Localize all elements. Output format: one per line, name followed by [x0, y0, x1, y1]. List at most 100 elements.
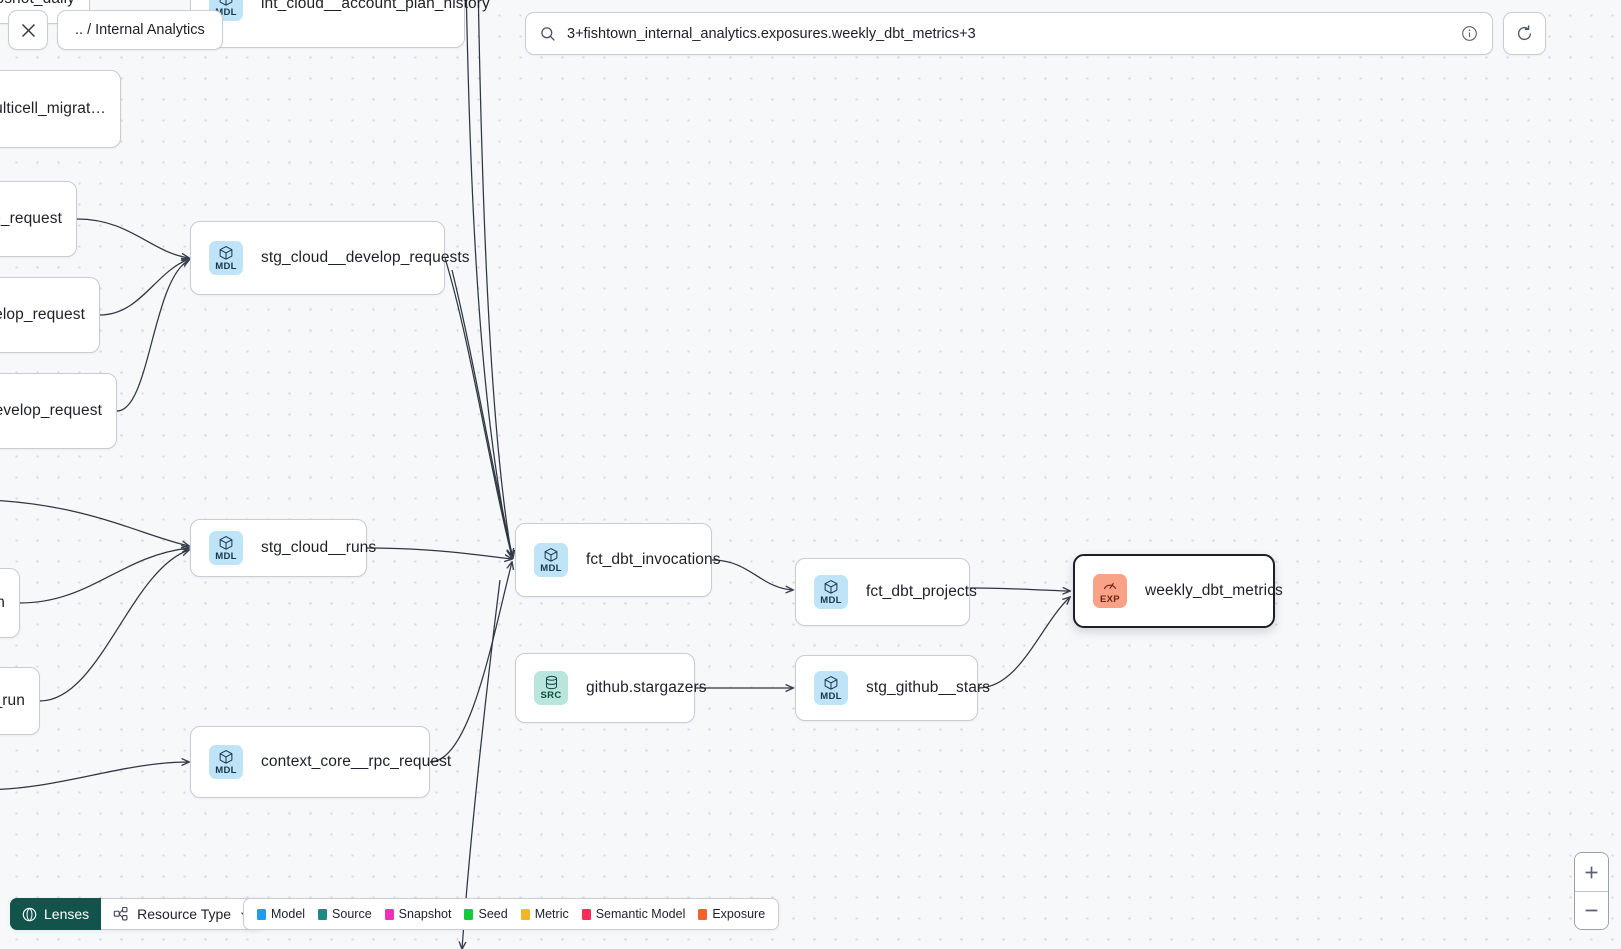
close-button[interactable] [8, 10, 48, 50]
graph-node-label: stg_cloud__runs [261, 539, 377, 556]
cube-icon [218, 535, 234, 551]
search-bar[interactable] [525, 12, 1493, 55]
lenses-button[interactable]: Lenses [10, 898, 102, 930]
legend-label: Seed [478, 907, 508, 921]
graph-node-label: github.stargazers [586, 679, 707, 696]
graph-node-label: multicell_migrat… [0, 100, 106, 117]
lenses-label: Lenses [44, 906, 90, 922]
zoom-out-button[interactable] [1575, 891, 1608, 929]
node-type-badge-mdl: MDL [814, 671, 848, 705]
legend-item-snapshot[interactable]: Snapshot [384, 907, 452, 921]
legend-label: Exposure [712, 907, 766, 921]
legend-item-model[interactable]: Model [257, 907, 305, 921]
legend-swatch-icon [384, 908, 394, 920]
graph-node-stg_cloud__runs[interactable]: MDL stg_cloud__runs [190, 519, 376, 577]
cube-icon [543, 547, 559, 563]
resource-type-legend: Model Source Snapshot Seed Metric Semantic Mo… [243, 898, 780, 930]
legend-item-source[interactable]: Source [318, 907, 372, 921]
graph-node-label: p_request [0, 210, 62, 227]
lens-icon [22, 907, 37, 921]
node-type-badge-label: MDL [215, 550, 237, 562]
graph-node-label: fct_dbt_projects [866, 583, 978, 600]
database-icon [544, 675, 559, 690]
graph-node-label: _run [0, 692, 25, 709]
graph-node-develop_request_c[interactable]: _develop_request [0, 373, 117, 449]
node-type-badge-mdl: MDL [814, 575, 848, 609]
graph-node-context_core__rpc_request[interactable]: MDL context_core__rpc_request [190, 726, 451, 798]
plus-icon [1585, 866, 1598, 878]
legend-label: Semantic Model [595, 907, 686, 921]
legend-swatch-icon [318, 908, 328, 920]
node-type-badge-mdl: MDL [209, 531, 243, 565]
legend-item-exposure[interactable]: Exposure [698, 907, 765, 921]
info-circle-icon[interactable] [1461, 25, 1478, 42]
minus-icon [1585, 909, 1598, 912]
lenses-toolbar: Lenses Resource Type [10, 898, 265, 930]
legend-swatch-icon [257, 908, 266, 920]
graph-node-github.stargazers[interactable]: SRC github.stargazers [515, 653, 707, 723]
graph-node-int_cloud__account_plan_history[interactable]: MDL int_cloud__account_plan_history [190, 0, 490, 48]
node-type-badge-label: MDL [820, 690, 842, 702]
refresh-icon [1517, 25, 1532, 41]
graph-node-label: context_core__rpc_request [261, 753, 452, 770]
cube-icon [218, 749, 234, 765]
breadcrumb-label: .. / Internal Analytics [75, 22, 205, 38]
graph-node-label: n [0, 594, 5, 611]
node-type-badge-label: MDL [215, 260, 237, 272]
refresh-button[interactable] [1503, 12, 1546, 55]
legend-label: Model [271, 907, 306, 921]
graph-node-label: stg_cloud__develop_requests [261, 249, 470, 266]
graph-node-left_node_n[interactable]: n [0, 568, 20, 638]
graph-node-label: fct_dbt_invocations [586, 551, 721, 568]
graph-node-stg_cloud__develop_requests[interactable]: MDL stg_cloud__develop_requests [190, 221, 470, 295]
close-icon [21, 23, 35, 37]
search-icon [541, 26, 555, 41]
node-type-badge-label: MDL [215, 764, 237, 776]
graph-node-label: velop_request [0, 306, 85, 323]
graph-node-label: stg_github__stars [866, 679, 991, 696]
graph-node-label: _develop_request [0, 402, 102, 419]
node-type-badge-label: EXP [1100, 593, 1120, 605]
gauge-icon [1102, 578, 1118, 594]
legend-swatch-icon [698, 908, 708, 920]
cube-icon [218, 0, 234, 7]
graph-node-weekly_dbt_metrics[interactable]: EXP weekly_dbt_metrics [1073, 554, 1283, 628]
resource-type-dropdown[interactable]: Resource Type [101, 898, 265, 930]
zoom-controls [1574, 852, 1609, 930]
zoom-in-button[interactable] [1575, 853, 1608, 891]
node-type-badge-mdl: MDL [534, 543, 568, 577]
search-input[interactable] [556, 25, 1461, 42]
graph-node-fct_dbt_invocations[interactable]: MDL fct_dbt_invocations [515, 523, 721, 597]
graph-node-label: snapshot_daily [0, 0, 75, 8]
legend-item-semantic-model[interactable]: Semantic Model [581, 907, 686, 921]
graph-node-label: weekly_dbt_metrics [1145, 582, 1283, 599]
node-type-badge-src: SRC [534, 671, 568, 705]
graph-node-develop_request_b[interactable]: velop_request [0, 277, 100, 353]
node-type-badge-label: SRC [540, 690, 562, 701]
graph-node-develop_request_a[interactable]: p_request [0, 181, 77, 257]
graph-node-fct_dbt_projects[interactable]: MDL fct_dbt_projects [795, 558, 977, 626]
legend-swatch-icon [464, 908, 474, 920]
legend-item-seed[interactable]: Seed [464, 907, 508, 921]
node-type-badge-mdl: MDL [209, 745, 243, 779]
legend-label: Source [332, 907, 372, 921]
graph-node-stg_github__stars[interactable]: MDL stg_github__stars [795, 655, 990, 721]
node-type-badge-mdl: MDL [209, 241, 243, 275]
cube-icon [218, 245, 234, 261]
legend-item-metric[interactable]: Metric [520, 907, 569, 921]
legend-label: Metric [534, 907, 569, 921]
legend-label: Snapshot [398, 907, 452, 921]
graph-node-left_node_run[interactable]: _run [0, 667, 40, 735]
node-type-badge-exp: EXP [1093, 574, 1127, 608]
node-type-badge-label: MDL [215, 6, 237, 18]
legend-swatch-icon [520, 908, 530, 920]
node-type-badge-label: MDL [820, 594, 842, 606]
graph-node-label: int_cloud__account_plan_history [261, 0, 490, 12]
legend-swatch-icon [581, 908, 591, 920]
graph-node-multicell_migration[interactable]: multicell_migrat… [0, 70, 121, 148]
resource-type-icon [113, 906, 128, 921]
cube-icon [823, 675, 839, 691]
breadcrumb[interactable]: .. / Internal Analytics [57, 10, 223, 50]
